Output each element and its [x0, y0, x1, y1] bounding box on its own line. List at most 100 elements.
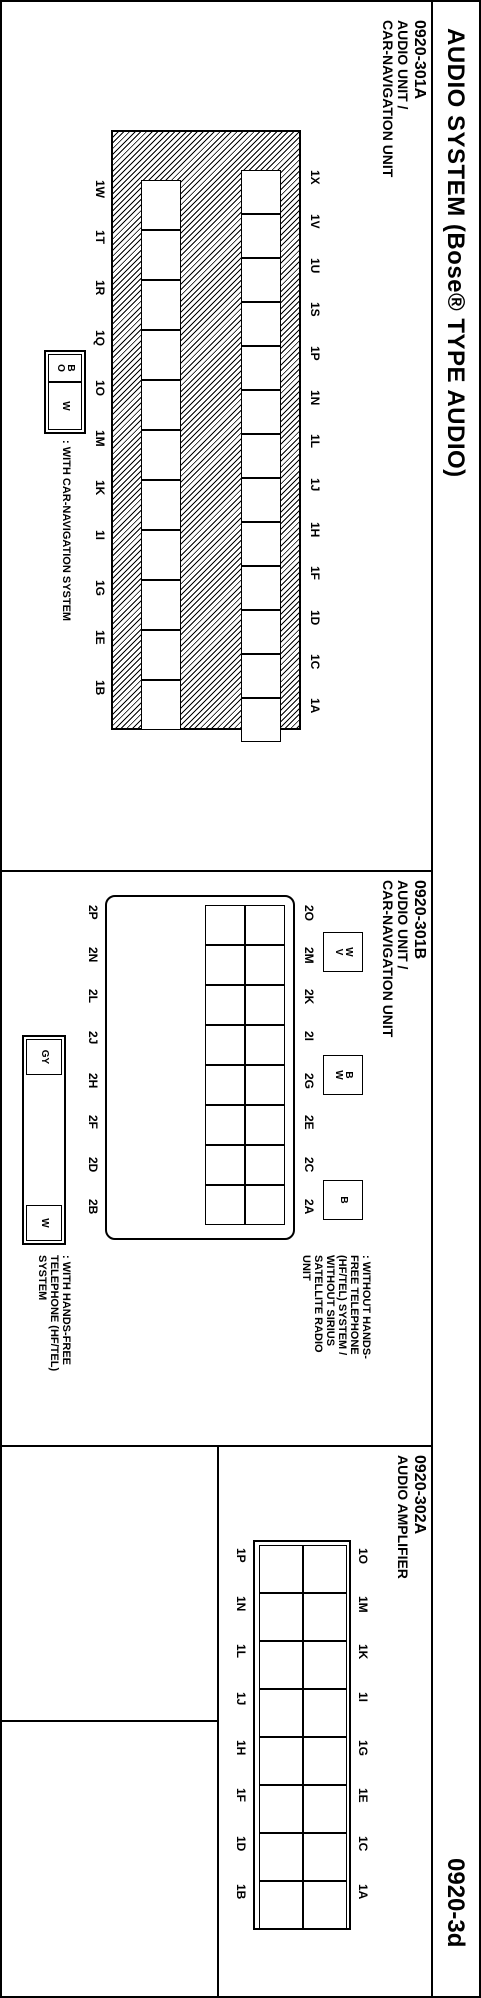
c301a-pin-1t: 1T	[93, 230, 107, 245]
c302a-pin-1l: 1L	[234, 1644, 248, 1659]
c301a-pin-1p: 1P	[308, 346, 322, 361]
c301b-pin-2j: 2J	[86, 1031, 100, 1045]
c301a-bottom-cell	[141, 180, 181, 230]
note-line: (HF/TEL) SYSTEM /	[336, 1255, 348, 1356]
c301b-box-bw: B W	[323, 1055, 363, 1095]
c301b-top-cell	[245, 985, 285, 1025]
c302a-pin-1m: 1M	[356, 1596, 370, 1613]
c301b-top-cell	[245, 945, 285, 985]
page-title: AUDIO SYSTEM (Bose® TYPE AUDIO)	[442, 28, 469, 478]
c301a-pin-1x: 1X	[308, 170, 322, 185]
c301a-bottom-cell	[141, 230, 181, 280]
c301a-name-1: AUDIO UNIT /	[395, 20, 411, 110]
c302a-bottom-cell	[259, 1833, 303, 1881]
c301a-top-cell	[241, 258, 281, 302]
section-divider-1	[0, 870, 431, 872]
c301a-pin-1d: 1D	[308, 610, 322, 626]
c301b-inset-bottom: W	[26, 1205, 62, 1241]
c302a-name: AUDIO AMPLIFIER	[395, 1455, 411, 1579]
note-line: UNIT	[300, 1255, 312, 1281]
c302a-pin-1g: 1G	[356, 1740, 370, 1757]
c301b-box-wv: W V	[323, 932, 363, 972]
c302a-top-cell	[303, 1881, 347, 1929]
c302a-bottom-cell	[259, 1881, 303, 1929]
c302a-pin-1o: 1O	[356, 1548, 370, 1565]
c301a-inset-bottom: W	[48, 382, 82, 430]
section-divider-4	[0, 1720, 219, 1722]
c301b-pin-2k: 2K	[302, 989, 316, 1005]
c301b-bottom-cell	[205, 1105, 245, 1145]
c302a-pin-1h: 1H	[234, 1740, 248, 1756]
c302a-code: 0920-302A	[411, 1455, 428, 1535]
c301a-bottom-cell	[141, 280, 181, 330]
c301a-pin-1h: 1H	[308, 522, 322, 538]
c301a-pin-1f: 1F	[308, 566, 322, 581]
c302a-pin-1d: 1D	[234, 1836, 248, 1852]
c301a-pin-1o: 1O	[93, 380, 107, 397]
c302a-top-cell	[303, 1641, 347, 1689]
c301b-pin-2f: 2F	[86, 1115, 100, 1130]
c301b-bottom-cell	[205, 1145, 245, 1185]
c302a-bottom-cell	[259, 1593, 303, 1641]
c301a-top-cell	[241, 390, 281, 434]
c302a-pin-1a: 1A	[356, 1884, 370, 1900]
c301b-top-cell	[245, 1065, 285, 1105]
c301a-pin-1b: 1B	[93, 680, 107, 696]
c301a-pin-1n: 1N	[308, 390, 322, 406]
c301a-top-cell	[241, 522, 281, 566]
c301b-top-cell	[245, 1185, 285, 1225]
c302a-pin-1c: 1C	[356, 1836, 370, 1852]
c302a-bottom-cell	[259, 1689, 303, 1737]
section-divider-2	[0, 1445, 431, 1447]
c302a-pin-1k: 1K	[356, 1644, 370, 1660]
c301a-pin-1q: 1Q	[93, 330, 107, 347]
c301a-pin-1v: 1V	[308, 214, 322, 229]
c301a-pin-1w: 1W	[93, 180, 107, 198]
c301b-top-cell	[245, 1145, 285, 1185]
c301a-pin-1e: 1E	[93, 630, 107, 645]
c301b-pin-2n: 2N	[86, 947, 100, 963]
note-line: : WITH HANDS-FREE	[60, 1255, 72, 1365]
c301a-bottom-cell	[141, 330, 181, 380]
note-line: SATELLITE RADIO	[312, 1255, 324, 1353]
c301a-pin-1j: 1J	[308, 478, 322, 492]
c301b-pin-2o: 2O	[302, 905, 316, 922]
c301b-top-cell	[245, 1105, 285, 1145]
c301b-top-cell	[245, 905, 285, 945]
c301a-pin-1u: 1U	[308, 258, 322, 274]
c302a-top-cell	[303, 1833, 347, 1881]
c301b-top-cell	[245, 1025, 285, 1065]
c301a-pin-1s: 1S	[308, 302, 322, 317]
c301b-pin-2g: 2G	[302, 1073, 316, 1090]
note-line: WITHOUT SIRIUS	[324, 1255, 336, 1347]
c302a-bottom-cell	[259, 1545, 303, 1593]
c302a-top-cell	[303, 1689, 347, 1737]
c301b-pin-2e: 2E	[302, 1115, 316, 1130]
note-line: TELEPHONE (HF/TEL)	[48, 1255, 60, 1372]
c301b-pin-2c: 2C	[302, 1157, 316, 1173]
c301b-pin-2m: 2M	[302, 947, 316, 964]
c301a-pin-1l: 1L	[308, 434, 322, 449]
note-line: : WITHOUT HANDS-	[360, 1255, 372, 1359]
c301a-bottom-cell	[141, 430, 181, 480]
c301b-pin-2i: 2I	[302, 1031, 316, 1042]
c301a-top-cell	[241, 170, 281, 214]
c301b-name-1: AUDIO UNIT /	[395, 880, 411, 970]
c301b-pin-2a: 2A	[302, 1199, 316, 1215]
c302a-top-cell	[303, 1785, 347, 1833]
page-number: 0920-3d	[442, 1858, 469, 1948]
c302a-pin-1b: 1B	[234, 1884, 248, 1900]
c301b-bottom-cell	[205, 945, 245, 985]
c301b-bottom-cell	[205, 985, 245, 1025]
c301a-top-cell	[241, 434, 281, 478]
c301a-top-cell	[241, 346, 281, 390]
c301b-pin-2p: 2P	[86, 905, 100, 920]
c301a-note: : WITH CAR-NAVIGATION SYSTEM	[60, 440, 72, 622]
c301b-name-2: CAR-NAVIGATION UNIT	[380, 880, 396, 1038]
c301a-pin-1g: 1G	[93, 580, 107, 597]
c301a-inset-top: B O	[48, 354, 82, 382]
c301a-code: 0920-301A	[411, 20, 428, 100]
c302a-pin-1i: 1I	[356, 1692, 370, 1703]
c302a-top-cell	[303, 1593, 347, 1641]
